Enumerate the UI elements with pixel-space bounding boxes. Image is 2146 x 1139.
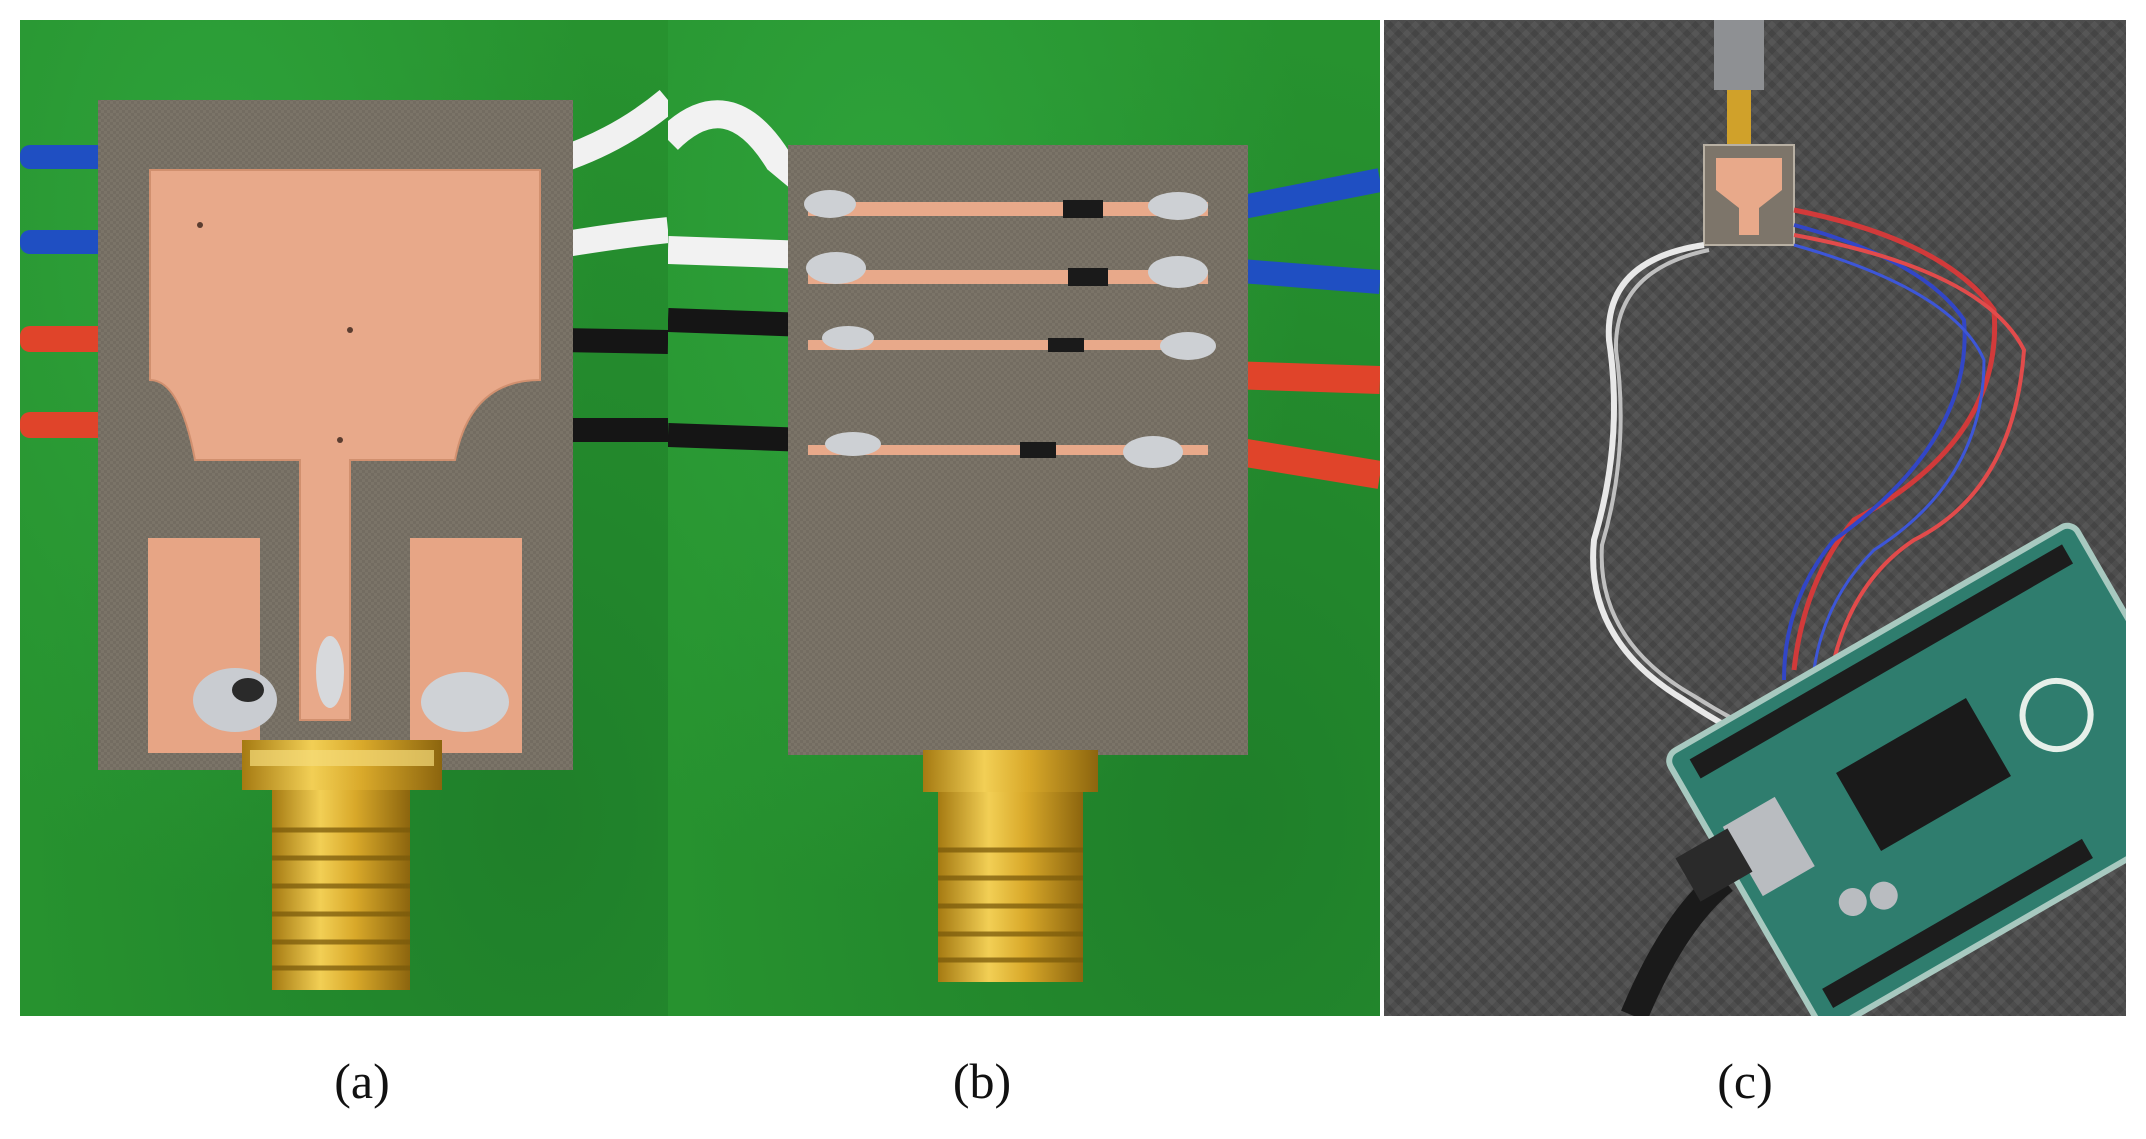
antenna-board — [1703, 144, 1795, 246]
photo-panel-a — [20, 20, 668, 1016]
diode-line-4 — [808, 432, 1208, 468]
photo-panel-b — [668, 20, 1380, 1016]
caption-b: (b) — [952, 1053, 1012, 1109]
photo-panel-c — [1384, 20, 2126, 1016]
caption-c: (c) — [1717, 1053, 1773, 1109]
usb-plug — [1675, 828, 1753, 902]
usb-cable — [1621, 869, 1733, 1016]
diode-line-2 — [806, 252, 1208, 288]
antenna-arduino-setup-photo — [1590, 20, 2126, 1016]
diode-lines — [804, 190, 1216, 468]
coax-cable — [1714, 20, 1764, 145]
sma-connector — [242, 740, 442, 990]
copper-patch — [149, 169, 541, 721]
pcb-antenna-front-photo — [20, 89, 668, 990]
arduino-board — [1666, 522, 2126, 1016]
solder-joints — [193, 222, 509, 732]
wires-right — [555, 89, 668, 442]
caption-a: (a) — [334, 1053, 390, 1109]
wires-left — [668, 100, 817, 452]
diode-line-3 — [808, 326, 1216, 360]
wires-left — [20, 145, 110, 438]
diode-line-1 — [804, 190, 1208, 220]
wires-right — [1225, 168, 1380, 489]
pcb-diode-switch-back-photo — [668, 100, 1380, 982]
sma-connector — [923, 750, 1098, 982]
